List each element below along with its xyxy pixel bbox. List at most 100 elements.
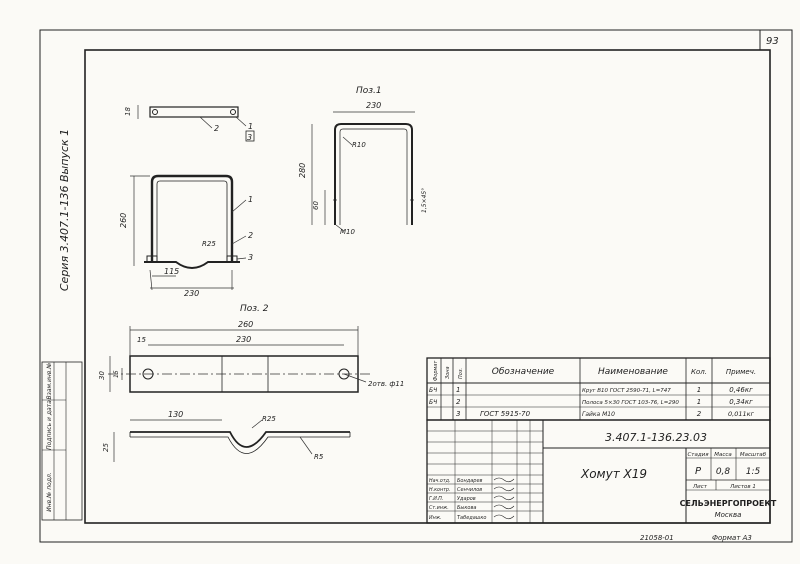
page-number: 93 xyxy=(766,36,779,47)
pos2-holes-note: 2отв. ф11 xyxy=(368,380,404,388)
series-label: Серия 3.407.1-136 Выпуск 1 xyxy=(58,129,71,291)
signature xyxy=(493,514,515,520)
side-stamp: Инв.№ подл. Подпись и дата Взам.инв.№ xyxy=(41,361,83,521)
pos2-dim-15: 15 xyxy=(137,336,146,344)
dim-top-height: 18 xyxy=(124,107,132,116)
cell-name: Гайка М10 xyxy=(582,411,615,418)
stage-value: Р xyxy=(695,466,702,477)
scale-value: 1:5 xyxy=(746,467,761,477)
table-row: БЧ 1 Круг В10 ГОСТ 2590-71, L=747 1 0,46… xyxy=(429,386,753,394)
staff-row: Инж. Табедашко xyxy=(429,515,486,521)
dim-inner-115: 115 xyxy=(164,267,179,276)
pos1-dim-60: 60 xyxy=(312,201,320,210)
th-pos: Поз. xyxy=(458,368,464,379)
th-note: Примеч. xyxy=(726,368,756,376)
assembly-top-view: 18 2 1 3 xyxy=(124,105,255,142)
pos1-detail: Поз.1 230 280 60 R10 M10 1,5×45° xyxy=(298,86,428,236)
callout-3: 3 xyxy=(248,253,253,262)
staff-name: Сенчилов xyxy=(457,487,482,493)
cell-name: Круг В10 ГОСТ 2590-71, L=747 xyxy=(582,388,671,394)
signature xyxy=(493,504,515,510)
scale-label: Масштаб xyxy=(740,452,767,458)
drawing-code: 3.407.1-136.23.03 xyxy=(605,431,707,444)
th-format: Формат xyxy=(433,360,439,381)
pos1-dim-230: 230 xyxy=(366,101,381,110)
pos1-chamfer: 1,5×45° xyxy=(421,188,428,213)
th-name: Наименование xyxy=(598,367,668,377)
th-qty: Кол. xyxy=(691,368,707,376)
staff-name: Ударов xyxy=(457,496,476,502)
format-footer: 21058-01 xyxy=(640,534,674,542)
callout-2: 2 xyxy=(248,231,253,240)
staff-name: Быкова xyxy=(457,505,476,511)
cell-note: 0,46кг xyxy=(729,386,753,394)
staff-row: Г.И.П. Ударов xyxy=(429,496,476,502)
organization: СЕЛЬЭНЕРГОПРОЕКТ xyxy=(680,499,777,508)
cell-name: Полоса 5×30 ГОСТ 103-76, L=290 xyxy=(582,400,679,406)
pos2-dim-130: 130 xyxy=(168,410,183,419)
pos2-title: Поз. 2 xyxy=(240,304,269,314)
organization-city: Москва xyxy=(715,511,742,519)
staff-row: Ст.инж. Быкова xyxy=(429,505,476,511)
signature xyxy=(493,477,515,483)
th-zone: Зона xyxy=(445,366,451,379)
staff-name: Табедашко xyxy=(457,515,486,521)
staff-role: Г.И.П. xyxy=(429,496,443,502)
outer-frame xyxy=(39,29,793,543)
staff-role: Инж. xyxy=(429,515,442,521)
staff-role: Н.контр. xyxy=(429,487,450,493)
stamp-inv-label: Инв.№ подл. xyxy=(46,472,53,512)
cell-qty: 2 xyxy=(697,410,702,418)
assembly-front-view: 260 R25 115 230 1 2 3 xyxy=(119,174,253,298)
staff-name: Бондарев xyxy=(457,478,483,484)
cell-pos: 3 xyxy=(456,410,460,418)
assembly-radius: R25 xyxy=(202,240,216,248)
cell-qty: 1 xyxy=(697,398,701,406)
pos2-dim-260: 260 xyxy=(238,320,253,329)
callout-1: 1 xyxy=(248,195,253,204)
mass-label: Масса xyxy=(714,452,732,458)
cell-format: БЧ xyxy=(429,399,437,406)
pos1-thread: M10 xyxy=(340,228,355,236)
mass-value: 0,8 xyxy=(716,467,731,477)
cell-pos: 1 xyxy=(456,386,460,394)
cell-note: 0,011кг xyxy=(728,410,755,418)
signature xyxy=(493,495,515,501)
cell-qty: 1 xyxy=(697,386,701,394)
cell-note: 0,34кг xyxy=(729,398,753,406)
cell-pos: 2 xyxy=(456,398,461,406)
cell-format: БЧ xyxy=(429,387,437,394)
staff-row: Нач.отд. Бондарев xyxy=(429,478,483,484)
pos2-dim-30: 30 xyxy=(98,371,106,380)
staff-row: Н.контр. Сенчилов xyxy=(429,487,482,493)
pos1-radius: R10 xyxy=(352,141,366,149)
pos1-dim-280: 280 xyxy=(298,163,307,178)
sheets-label: Листов 1 xyxy=(729,484,756,490)
table-row: 3 ГОСТ 5915-70 Гайка М10 2 0,011кг xyxy=(456,410,755,418)
sheet-label: Лист xyxy=(692,484,708,490)
dim-width-230: 230 xyxy=(184,289,199,298)
stamp-sign-label: Подпись и дата xyxy=(46,400,53,450)
table-row: БЧ 2 Полоса 5×30 ГОСТ 103-76, L=290 1 0,… xyxy=(429,398,753,406)
drawing-title: Хомут Х19 xyxy=(580,467,647,481)
pos2-dim-15b: 15 xyxy=(113,370,120,378)
format-label: Формат А3 xyxy=(712,534,752,542)
pos2-radius-small: R5 xyxy=(314,453,324,461)
callout-2-top: 2 xyxy=(214,124,219,133)
pos2-detail: Поз. 2 260 230 15 30 15 2отв. ф11 130 R2… xyxy=(98,304,404,462)
pos2-dim-25: 25 xyxy=(102,443,110,452)
signature xyxy=(493,486,515,492)
stamp-replace-label: Взам.инв.№ xyxy=(46,363,53,400)
th-designation: Обозначение xyxy=(492,367,555,377)
pos2-dim-230: 230 xyxy=(236,335,251,344)
cell-designation: ГОСТ 5915-70 xyxy=(480,410,531,418)
staff-role: Нач.отд. xyxy=(429,478,450,484)
spec-table: Формат Зона Поз. Обозначение Наименовани… xyxy=(426,357,771,421)
callout-3-top: 3 xyxy=(247,133,252,142)
staff-role: Ст.инж. xyxy=(429,505,449,511)
dim-height-260: 260 xyxy=(119,213,128,228)
pos1-title: Поз.1 xyxy=(356,86,382,96)
stage-label: Стадия xyxy=(687,452,709,458)
pos2-radius-big: R25 xyxy=(262,415,276,423)
